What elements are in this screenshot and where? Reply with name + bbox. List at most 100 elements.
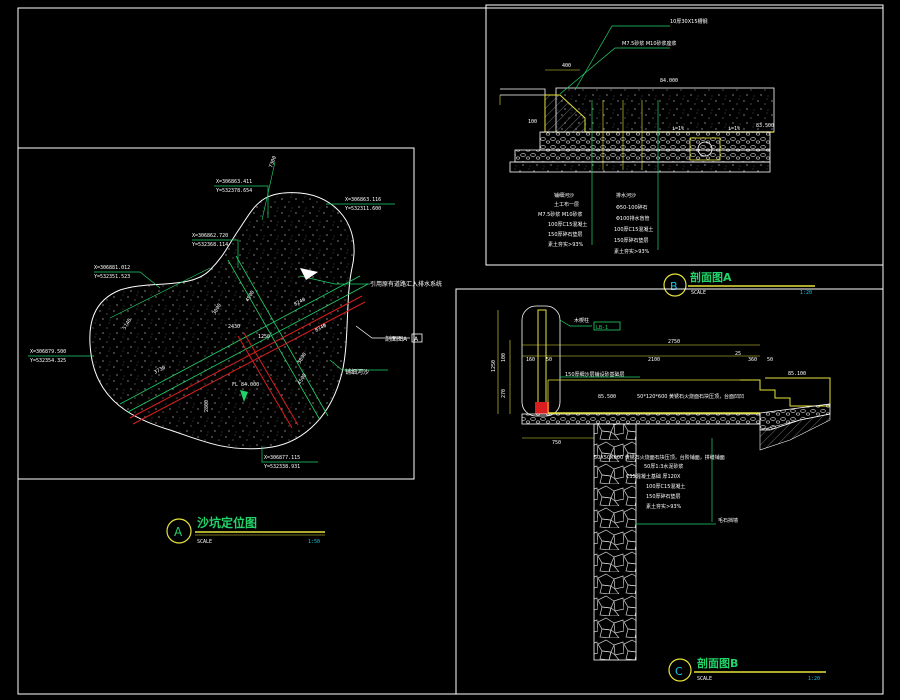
coord-y-5: Y=532354.325 — [30, 358, 66, 364]
section-b-elev-1: 85.500 — [598, 394, 616, 400]
section-a-label-top-1: 10厚30X15槽钢 — [670, 18, 708, 25]
plan-dim-11: 7300 — [268, 155, 278, 168]
section-b-dim-left-1: 1250 — [491, 360, 497, 372]
coord-x-6: X=306877.115 — [264, 455, 300, 461]
plan-a-title-bubble — [166, 518, 192, 544]
section-b-dim-top-4: 2100 — [648, 357, 660, 363]
section-b-layer-5: 150厚碎石垫层 — [646, 493, 681, 500]
coord-x-1: X=306863.411 — [216, 179, 252, 185]
coord-x-3: X=306862.720 — [192, 233, 228, 239]
plan-drain-note: 引用原有道路汇入排水系统 — [370, 280, 442, 288]
section-b-dim-top-7: 50 — [767, 357, 773, 363]
section-b-dim-top-2: 160 — [526, 357, 535, 363]
section-a-layer-left-6: 素土夯实>93% — [548, 241, 584, 248]
section-b-layer-1: 50X50X600 黄锈石火烧面石块压顶，台阶铺面，拼缝铺面 — [594, 454, 725, 461]
section-a-slope-a: i=1% — [672, 126, 684, 132]
section-a-group: 10厚30X15槽钢 M7.5砂浆 M10砂浆座浆 400 84.000 83.… — [485, 4, 884, 297]
section-b-scale-label: SCALE — [697, 676, 712, 682]
section-b-scale-value: 1:20 — [808, 676, 820, 682]
section-a-scale-label: SCALE — [691, 290, 706, 296]
section-b-dim-top-3: 50 — [546, 357, 552, 363]
plan-a-title-letter: A — [174, 525, 183, 539]
section-a-elev-left: 84.000 — [660, 78, 678, 84]
section-a-label-top-2: M7.5砂浆 M10砂浆座浆 — [622, 40, 677, 47]
section-a-sand-fill — [555, 87, 775, 133]
section-b-tag: LB-1 — [596, 325, 608, 331]
section-b-title-bubble — [668, 658, 692, 682]
section-a-title: 剖面图A — [690, 270, 732, 284]
section-a-layer-left-3: M7.5砂浆 M10砂浆 — [538, 211, 583, 218]
section-a-elev-right: 83.500 — [756, 123, 774, 129]
plan-dim-12: 4500 — [297, 373, 308, 386]
plan-dim-6: 2430 — [228, 324, 240, 330]
section-b-dim-bottom: 750 — [552, 440, 561, 446]
section-b-post-base — [535, 402, 549, 414]
section-a-layer-right-6: 素土夯实>93% — [614, 248, 650, 255]
section-b-dim-left-2: 100 — [501, 353, 507, 362]
section-b-stone-note: 50*120*600 黄锈石火烧面石块压顶，台面凹凹 — [637, 393, 744, 400]
plan-dim-8: 1250 — [258, 334, 270, 340]
section-b-title-letter: C — [675, 665, 683, 678]
plan-dim-7: 4500 — [245, 290, 256, 303]
coord-x-2: X=306863.116 — [345, 197, 381, 203]
plan-dim-1: 3730 — [153, 365, 166, 376]
section-b-dim-top-1: 2750 — [668, 339, 680, 345]
coord-y-1: Y=532378.654 — [216, 188, 252, 194]
plan-dim-5: 3000 — [212, 303, 223, 316]
section-a-layer-left-1: 铺细河沙 — [554, 192, 574, 199]
section-b-elev-2: 85.100 — [788, 371, 806, 377]
section-b-title: 剖面图B — [697, 656, 738, 670]
plan-sand-label: 铺细河沙 — [345, 368, 369, 376]
coord-x-4: X=306881.012 — [94, 265, 130, 271]
section-a-scale-value: 1:20 — [800, 290, 812, 296]
section-b-dim-top-5: 25 — [735, 351, 741, 357]
section-a-slope-b: i=1% — [728, 126, 740, 132]
section-a-layer-left-5: 150厚碎石垫层 — [548, 231, 583, 238]
section-a-gravel — [514, 149, 771, 163]
plan-a-frame — [17, 147, 415, 480]
section-a-frame — [485, 4, 884, 266]
section-b-layer-6: 素土夯实>93% — [646, 503, 682, 510]
plan-a-group: X=306863.411 Y=532378.654 X=306863.116 Y… — [17, 147, 442, 545]
plan-dim-3: 8340 — [314, 323, 327, 334]
section-b-layer-3: C15混凝土基础 厚120X — [626, 473, 681, 480]
plan-section-ref: 剖面图A — [385, 335, 408, 343]
section-b-layer-note: 150厚细沙层铺设砂基础层 — [565, 371, 625, 378]
section-b-dim-left-3: 270 — [501, 389, 507, 398]
section-a-dim-top: 400 — [562, 63, 571, 69]
plan-elevation: FL 84.000 — [232, 382, 259, 388]
plan-a-scale-label: SCALE — [197, 539, 212, 545]
section-b-dim-top-6: 360 — [748, 357, 757, 363]
coord-y-3: Y=532368.114 — [192, 242, 228, 248]
section-b-wall-label: 毛石挡墙 — [718, 517, 738, 524]
coord-y-2: Y=532311.600 — [345, 206, 381, 212]
section-a-curb — [544, 94, 586, 133]
section-b-group: 木楔柱 LB-1 2750 160 50 2100 25 360 50 1250… — [455, 288, 884, 695]
plan-dim-2: 8240 — [293, 297, 306, 308]
section-a-layer-right-1: 排水河沙 — [616, 192, 636, 199]
plan-dim-10: 5890 — [297, 352, 308, 365]
plan-a-title: 沙坑定位图 — [197, 515, 257, 530]
section-b-post-label: 木楔柱 — [574, 317, 589, 324]
section-a-drain-pipe — [697, 141, 713, 157]
plan-dim-9: 2800 — [204, 400, 210, 412]
section-b-layer-4: 100厚C15混凝土 — [646, 483, 685, 490]
coord-y-4: Y=532351.523 — [94, 274, 130, 280]
section-b-post — [537, 309, 547, 411]
section-a-title-letter: B — [670, 280, 678, 293]
section-a-dim-left: 100 — [528, 119, 537, 125]
coord-x-5: X=306879.500 — [30, 349, 66, 355]
section-a-layer-left-2: 土工布一层 — [554, 201, 579, 208]
plan-a-scale-value: 1:50 — [308, 539, 320, 545]
section-a-title-bubble — [663, 273, 687, 297]
section-b-frame — [455, 288, 884, 695]
section-b-layer-2: 50厚1:3水泥砂浆 — [644, 463, 683, 470]
section-a-layer-right-4: 100厚C15混凝土 — [614, 226, 653, 233]
plan-dim-4: 5740 — [122, 318, 133, 331]
section-b-stone-wall — [593, 423, 637, 661]
coord-y-6: Y=532338.931 — [264, 464, 300, 470]
section-a-layer-right-5: 150厚碎石垫层 — [614, 237, 649, 244]
section-a-layer-right-2: Φ50-100碎石 — [616, 204, 648, 211]
section-a-layer-left-4: 100厚C15混凝土 — [548, 221, 587, 228]
